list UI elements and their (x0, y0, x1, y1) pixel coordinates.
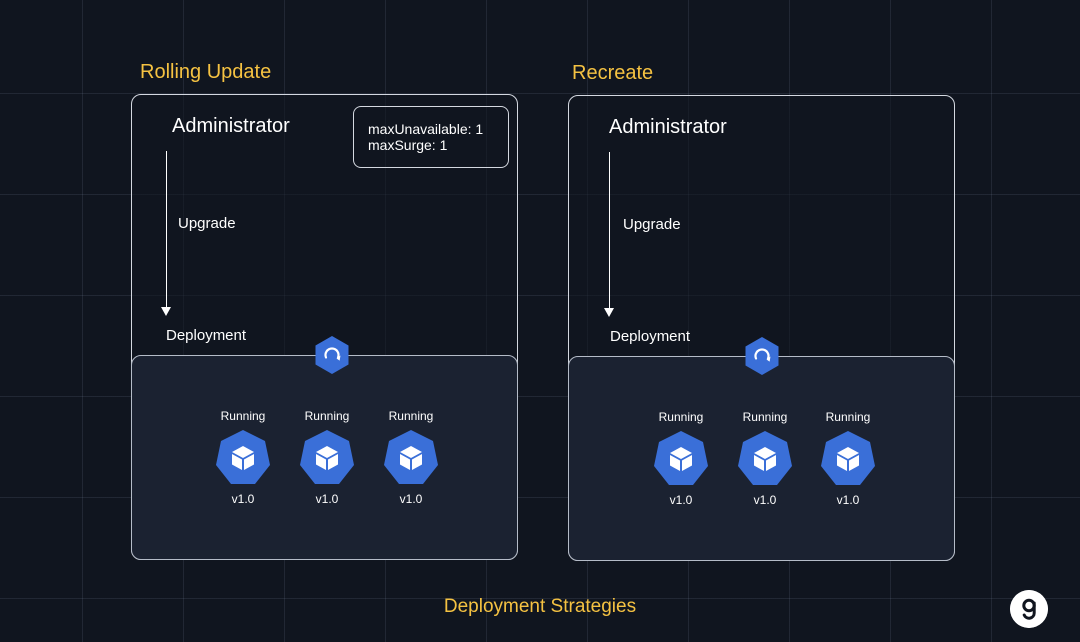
arrow-down-icon (161, 307, 171, 316)
rolling-settings-box: maxUnavailable: 1 maxSurge: 1 (353, 106, 509, 168)
cube-hexagon-icon (821, 431, 875, 485)
recreate-panel: Administrator Upgrade Deployment Running… (567, 95, 955, 561)
upgrade-label: Upgrade (178, 215, 236, 232)
deployment-label: Deployment (610, 328, 691, 345)
pod-status: Running (388, 409, 434, 423)
cube-hexagon-icon (216, 430, 270, 484)
pod-version: v1.0 (315, 492, 339, 506)
pod-item: Running v1.0 (298, 409, 356, 509)
pod-status: Running (304, 409, 350, 423)
pod-item: Running v1.0 (214, 409, 272, 509)
upgrade-arrow (609, 152, 610, 312)
pod-status: Running (742, 410, 788, 424)
rolling-update-title: Rolling Update (140, 61, 272, 83)
pod-item: Running v1.0 (382, 409, 440, 509)
pod-status: Running (220, 409, 266, 423)
max-unavailable-setting: maxUnavailable: 1 (368, 121, 484, 137)
diagram-title: Deployment Strategies (443, 596, 637, 617)
pod-item: Running v1.0 (736, 410, 794, 510)
administrator-label: Administrator (172, 115, 290, 137)
pod-item: Running v1.0 (819, 410, 877, 510)
pod-item: Running v1.0 (652, 410, 710, 510)
administrator-label: Administrator (609, 116, 727, 138)
max-surge-setting: maxSurge: 1 (368, 137, 448, 153)
recreate-title: Recreate (572, 62, 654, 84)
pod-version: v1.0 (836, 493, 860, 507)
cube-hexagon-icon (384, 430, 438, 484)
pod-version: v1.0 (753, 493, 777, 507)
g-logo-icon (1010, 590, 1048, 628)
pod-status: Running (825, 410, 871, 424)
refresh-hexagon-icon (745, 337, 779, 375)
cube-hexagon-icon (738, 431, 792, 485)
cube-hexagon-icon (654, 431, 708, 485)
upgrade-label: Upgrade (623, 216, 681, 233)
pod-version: v1.0 (231, 492, 255, 506)
pod-version: v1.0 (399, 492, 423, 506)
pod-version: v1.0 (669, 493, 693, 507)
upgrade-arrow (166, 151, 167, 311)
cube-hexagon-icon (300, 430, 354, 484)
pod-group: Running v1.0 Running v1.0 Running (652, 410, 912, 510)
pod-group: Running v1.0 Running v1.0 Running (214, 409, 474, 509)
refresh-hexagon-icon (315, 336, 349, 374)
pod-status: Running (658, 410, 704, 424)
deployment-label: Deployment (166, 327, 247, 344)
rolling-update-panel: Administrator maxUnavailable: 1 maxSurge… (130, 94, 518, 560)
arrow-down-icon (604, 308, 614, 317)
